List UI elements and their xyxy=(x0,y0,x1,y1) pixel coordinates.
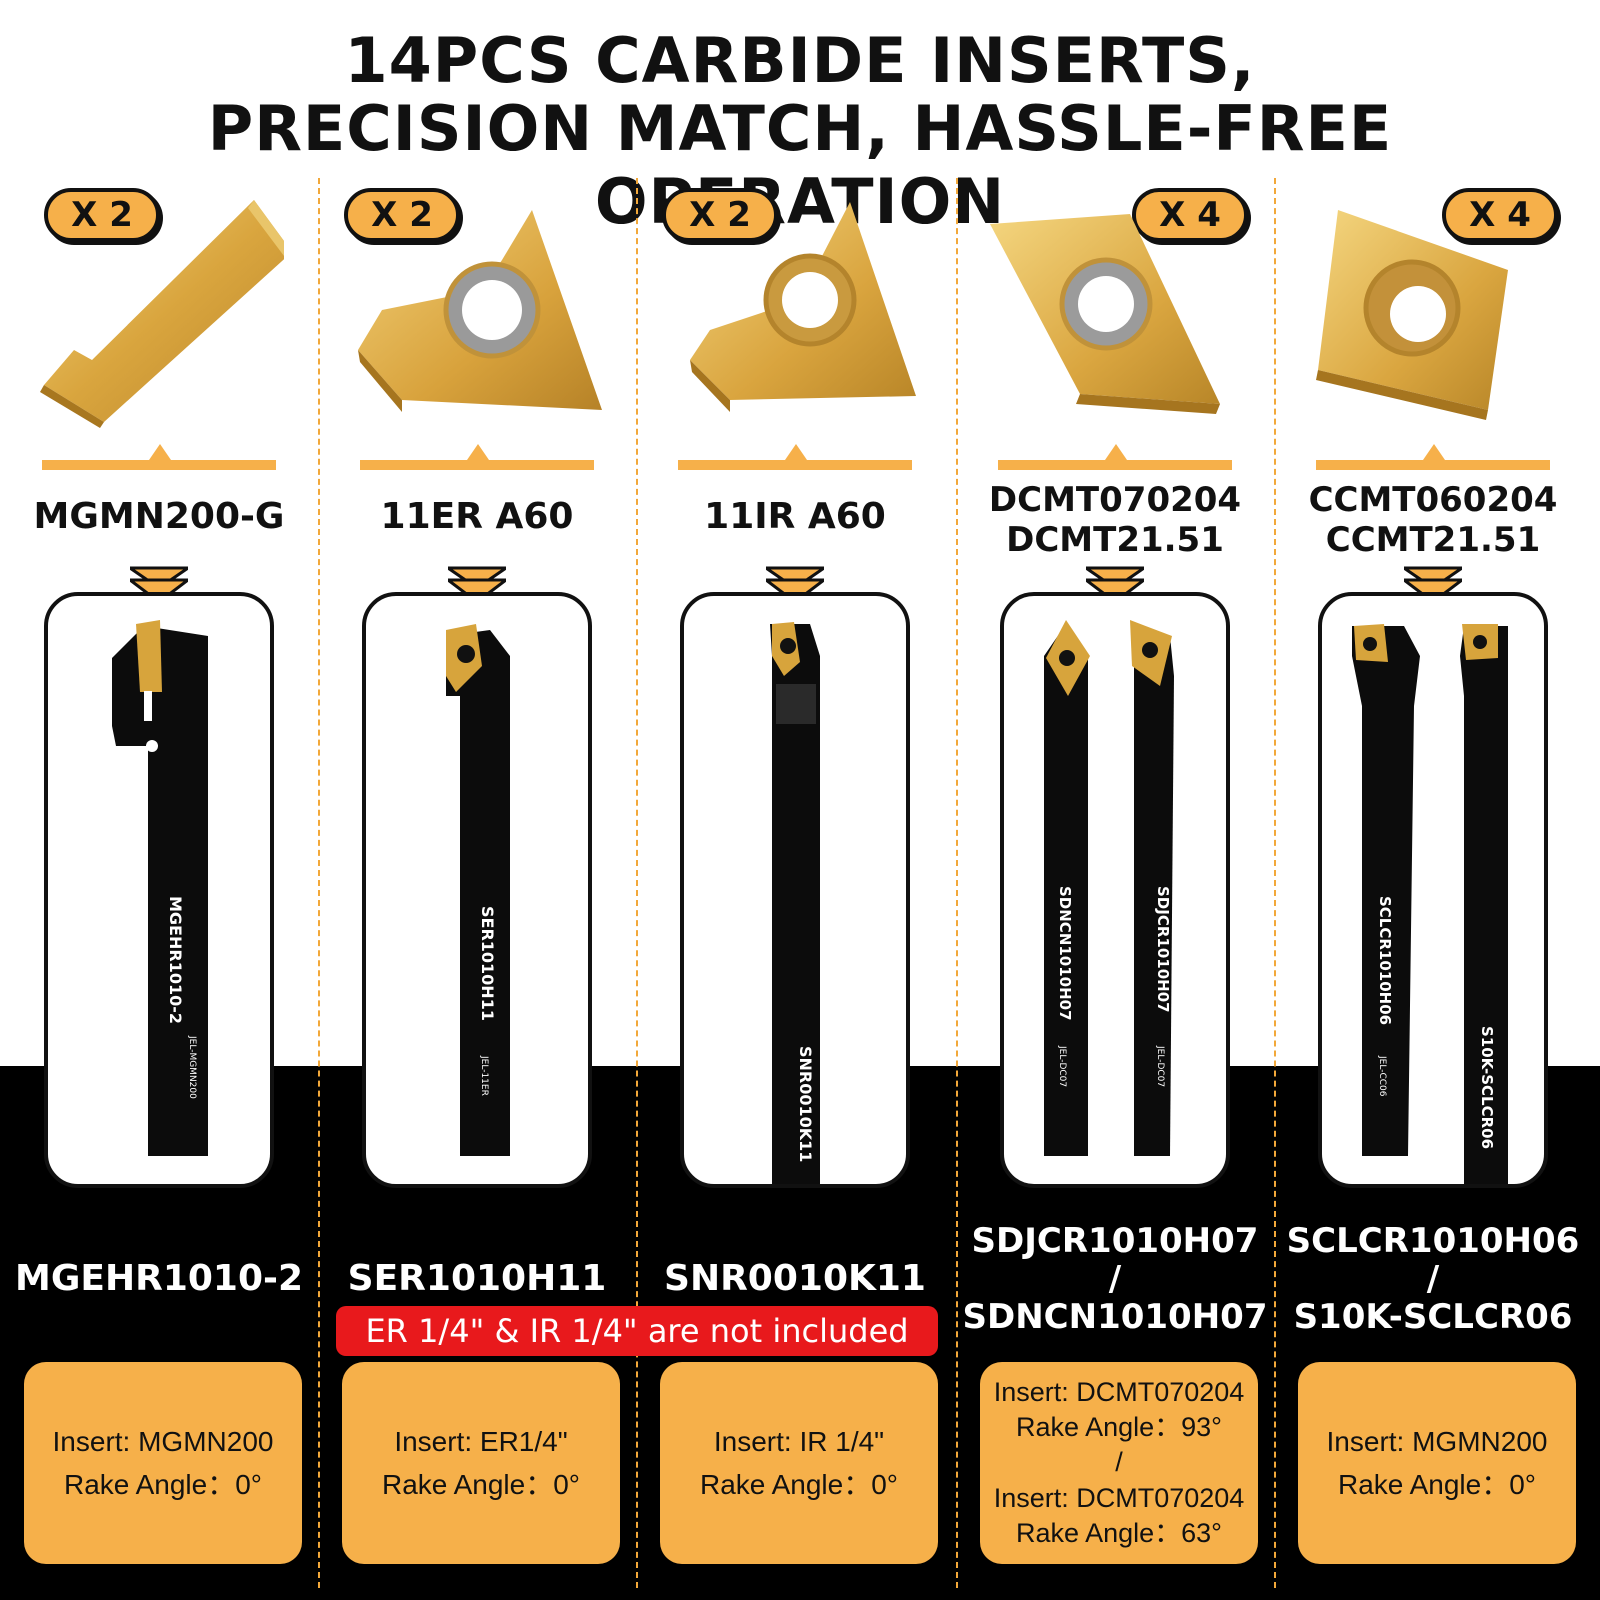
tool-sub-marking-left: JEL-CC06 xyxy=(1377,1055,1387,1097)
pointer-triangle xyxy=(1423,444,1445,460)
pointer-triangle xyxy=(467,444,489,460)
spec-rake-angle: Rake Angle：0° xyxy=(382,1469,580,1500)
insert-model: 11IR A60 xyxy=(704,496,886,537)
holder-model-line: S10K-SCLCR06 xyxy=(1293,1297,1573,1337)
headline-line-1: 14PCS CARBIDE INSERTS, xyxy=(344,24,1256,97)
column-dcmt: X 4 DCMT070204 DCMT21.51 xyxy=(956,0,1274,1600)
tool-holder-frame: SDNCN1010H07 SDJCR1010H07 JEL-DC07 JEL-D… xyxy=(1000,592,1230,1188)
spec-insert: Insert: DCMT070204 xyxy=(993,1377,1245,1408)
spec-rake-angle: Rake Angle：0° xyxy=(64,1469,262,1500)
dcmt-holder-pair-image: SDNCN1010H07 SDJCR1010H07 JEL-DC07 JEL-D… xyxy=(1044,620,1174,1156)
tool-sub-marking: JEL-MGMN200 xyxy=(187,1035,197,1099)
tool-marking-left: SCLCR1010H06 xyxy=(1376,896,1394,1025)
quantity-badge: X 4 xyxy=(1132,188,1248,242)
external-threading-insert-image xyxy=(358,210,602,412)
column-divider xyxy=(1274,178,1276,1588)
accent-bar xyxy=(42,460,276,470)
insert-model-line: DCMT070204 xyxy=(988,480,1242,520)
spec-insert: Insert: IR 1/4" xyxy=(713,1425,885,1457)
tool-holder-frame: MGEHR1010-2 JEL-MGMN200 xyxy=(44,592,274,1188)
accent-bar xyxy=(678,460,912,470)
spec-insert: Insert: ER1/4" xyxy=(394,1425,568,1457)
tool-sub-marking-left: JEL-DC07 xyxy=(1057,1045,1067,1087)
chevron-down-icon xyxy=(130,566,188,604)
holder-model: MGEHR1010-2 xyxy=(15,1258,303,1299)
insert-model-line: CCMT060204 xyxy=(1308,480,1558,520)
quantity-badge: X 2 xyxy=(44,188,160,242)
tool-sub-marking-right: JEL-DC07 xyxy=(1155,1045,1165,1087)
accent-bar xyxy=(360,460,594,470)
tool-holder-frame: SER1010H11 JEL-11ER xyxy=(362,592,592,1188)
quantity-badge: X 2 xyxy=(662,188,778,242)
dcmt-insert-image xyxy=(990,214,1220,414)
insert-model: 11ER A60 xyxy=(380,496,574,537)
holder-model-line: SCLCR1010H06 xyxy=(1286,1221,1580,1261)
headline-line-2: PRECISION MATCH, HASSLE-FREE OPERATION xyxy=(207,92,1393,238)
insert-model-line: CCMT21.51 xyxy=(1325,520,1541,560)
external-threading-holder-image: SER1010H11 JEL-11ER xyxy=(446,624,510,1156)
spec-insert: Insert: MGMN200 xyxy=(1326,1425,1548,1457)
chevron-down-icon xyxy=(448,566,506,604)
holder-model-line: / xyxy=(1108,1259,1122,1299)
insert-model: DCMT070204 DCMT21.51 xyxy=(956,480,1274,560)
holder-model-line: SDJCR1010H07 xyxy=(971,1221,1259,1261)
grooving-holder-image: MGEHR1010-2 JEL-MGMN200 xyxy=(112,620,208,1156)
spec-rake-angle: Rake Angle：0° xyxy=(700,1469,898,1500)
spec-box: Insert: MGMN200 Rake Angle：0° xyxy=(24,1362,302,1564)
pointer-triangle xyxy=(785,444,807,460)
not-included-notice: ER 1/4" & IR 1/4" are not included xyxy=(336,1306,938,1356)
spec-rake-angle: Rake Angle：63° xyxy=(1016,1517,1222,1548)
holder-model: SNR0010K11 xyxy=(664,1258,926,1299)
holder-model-line: SDNCN1010H07 xyxy=(962,1297,1268,1337)
grooving-insert-image xyxy=(40,200,284,428)
insert-model: MGMN200-G xyxy=(33,496,285,537)
spec-insert: Insert: DCMT070204 xyxy=(993,1482,1245,1513)
holder-model-line: / xyxy=(1426,1259,1440,1299)
pointer-triangle xyxy=(1105,444,1127,460)
insert-model-line: DCMT21.51 xyxy=(1006,520,1224,560)
pointer-triangle xyxy=(149,444,171,460)
chevron-down-icon xyxy=(1086,566,1144,604)
spec-box: Insert: IR 1/4" Rake Angle：0° xyxy=(660,1362,938,1564)
tool-marking-right: SDJCR1010H07 xyxy=(1154,886,1172,1013)
tool-marking-left: SDNCN1010H07 xyxy=(1056,886,1074,1021)
accent-bar xyxy=(998,460,1232,470)
spec-separator: / xyxy=(1115,1447,1123,1478)
spec-rake-angle: Rake Angle：93° xyxy=(1016,1412,1222,1443)
spec-box: Insert: ER1/4" Rake Angle：0° xyxy=(342,1362,620,1564)
quantity-badge: X 2 xyxy=(344,188,460,242)
internal-threading-holder-image: SNR0010K11 xyxy=(770,622,820,1184)
quantity-badge: X 4 xyxy=(1442,188,1558,242)
tool-sub-marking: JEL-11ER xyxy=(479,1055,489,1096)
accent-bar xyxy=(1316,460,1550,470)
holder-model: SER1010H11 xyxy=(347,1258,607,1299)
column-external-threading: X 2 11ER A60 SER1010H11 xyxy=(318,0,636,1600)
chevron-down-icon xyxy=(766,566,824,604)
tool-holder-frame: SNR0010K11 xyxy=(680,592,910,1188)
tool-marking-right: S10K-SCLCR06 xyxy=(1478,1026,1496,1149)
column-ccmt: X 4 CCMT060204 CCMT21.51 xyxy=(1274,0,1592,1600)
tool-holder-frame: SCLCR1010H06 S10K-SCLCR06 JEL-CC06 xyxy=(1318,592,1548,1188)
column-grooving: X 2 MGMN200-G MGEHR1010-2 xyxy=(0,0,318,1600)
column-divider xyxy=(318,178,320,1588)
column-divider xyxy=(636,178,638,1588)
holder-model: SCLCR1010H06 / S10K-SCLCR06 xyxy=(1274,1222,1592,1336)
spec-insert: Insert: MGMN200 xyxy=(52,1425,274,1457)
holder-model: SDJCR1010H07 / SDNCN1010H07 xyxy=(956,1222,1274,1336)
chevron-down-icon xyxy=(1404,566,1462,604)
ccmt-insert-image xyxy=(1316,210,1508,420)
column-internal-threading: X 2 11IR A60 SNR00 xyxy=(636,0,954,1600)
spec-box: Insert: DCMT070204 Rake Angle：93° / Inse… xyxy=(980,1362,1258,1564)
tool-marking: SNR0010K11 xyxy=(796,1046,815,1162)
tool-marking: SER1010H11 xyxy=(478,906,497,1021)
spec-rake-angle: Rake Angle：0° xyxy=(1338,1469,1536,1500)
internal-threading-insert-image xyxy=(690,202,916,412)
column-divider xyxy=(956,178,958,1588)
tool-marking: MGEHR1010-2 xyxy=(166,896,185,1024)
insert-model: CCMT060204 CCMT21.51 xyxy=(1274,480,1592,560)
ccmt-holder-pair-image: SCLCR1010H06 S10K-SCLCR06 JEL-CC06 xyxy=(1352,624,1508,1184)
spec-box: Insert: MGMN200 Rake Angle：0° xyxy=(1298,1362,1576,1564)
